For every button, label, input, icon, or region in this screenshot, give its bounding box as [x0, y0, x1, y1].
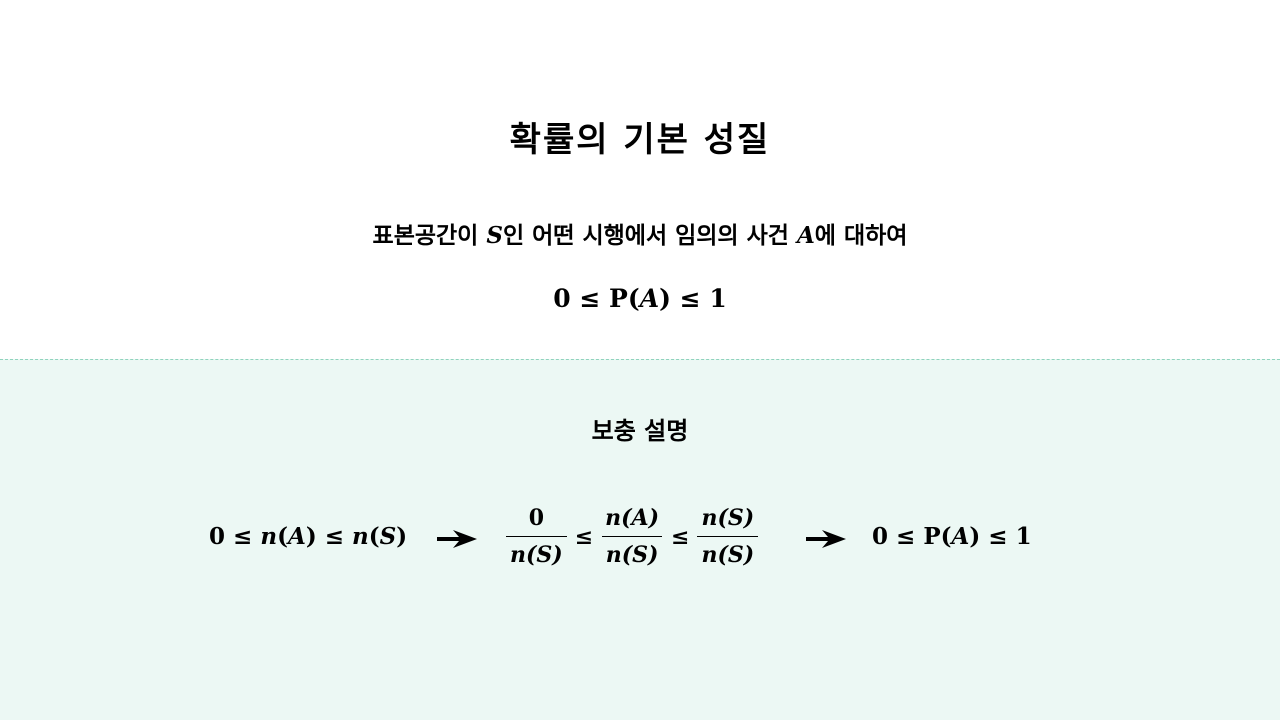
fraction-inequality: 0 n(S) ≤ n(A) n(S) ≤ n(S) n(S)	[504, 503, 760, 570]
fraction-3-denominator: n(S)	[697, 536, 759, 570]
count-open-1: (	[277, 523, 288, 550]
count-open-2: (	[368, 523, 380, 550]
fraction-1-denominator: n(S)	[506, 536, 567, 570]
ineq-close-paren: )	[659, 284, 671, 313]
prob-close-paren: )	[969, 523, 981, 550]
fraction-1-numerator: 0	[528, 505, 544, 531]
prob-open-paren: (	[940, 523, 952, 550]
fraction-zero-over-ns: 0 n(S)	[504, 503, 569, 570]
probability-inequality: 0 ≤ P(A) ≤ 1	[872, 523, 1032, 550]
fraction-na-over-ns: n(A) n(S)	[599, 503, 665, 570]
supplement-section: 보충 설명	[0, 359, 1280, 720]
count-n-2: n	[352, 523, 369, 550]
count-leq-2: ≤	[324, 523, 344, 550]
prob-one: 1	[1015, 523, 1032, 550]
count-a: A	[287, 523, 306, 550]
count-s: S	[379, 523, 397, 550]
ineq-leq-1: ≤	[579, 284, 601, 313]
fraction-leq-1: ≤	[574, 523, 594, 550]
property-statement: 표본공간이 S인 어떤 시행에서 임의의 사건 A에 대하여	[0, 216, 1280, 250]
fraction-2-denominator: n(S)	[601, 536, 663, 570]
count-inequality: 0 ≤ n(A) ≤ n(S)	[209, 523, 407, 550]
supplement-heading: 보충 설명	[591, 417, 689, 445]
count-close-2: )	[396, 523, 408, 550]
ineq-zero: 0	[553, 284, 571, 313]
ineq-leq-2: ≤	[679, 284, 701, 313]
right-arrow-icon	[437, 530, 477, 548]
fraction-ns-over-ns: n(S) n(S)	[695, 503, 760, 570]
fraction-2-numerator: n(A)	[605, 505, 660, 531]
event-variable: A	[796, 222, 815, 249]
statement-text-2: 인 어떤 시행에서 임의의 사건	[502, 223, 797, 249]
statement-text-1: 표본공간이	[372, 223, 487, 249]
count-n-1: n	[260, 523, 278, 550]
ineq-open-paren: (	[627, 284, 640, 313]
main-inequality: 0 ≤ P(A) ≤ 1	[0, 284, 1280, 313]
ineq-one: 1	[709, 284, 727, 313]
count-leq-1: ≤	[233, 523, 253, 550]
ineq-a: A	[639, 284, 660, 313]
fraction-leq-2: ≤	[671, 523, 690, 550]
sample-space-variable: S	[486, 222, 503, 249]
prob-a: A	[951, 523, 970, 550]
prob-leq-1: ≤	[896, 523, 916, 550]
page-title: 확률의 기본 성질	[509, 120, 771, 160]
prob-zero: 0	[872, 523, 889, 550]
right-arrow-icon	[806, 530, 846, 548]
prob-leq-2: ≤	[988, 523, 1008, 550]
fraction-3-numerator: n(S)	[701, 505, 755, 531]
count-close-1: )	[305, 523, 317, 550]
count-zero: 0	[209, 523, 226, 550]
ineq-p: P	[609, 284, 628, 313]
statement-text-3: 에 대하여	[814, 223, 908, 249]
prob-p: P	[923, 523, 941, 550]
top-section: 확률의 기본 성질 표본공간이 S인 어떤 시행에서 임의의 사건 A에 대하여…	[0, 0, 1280, 359]
